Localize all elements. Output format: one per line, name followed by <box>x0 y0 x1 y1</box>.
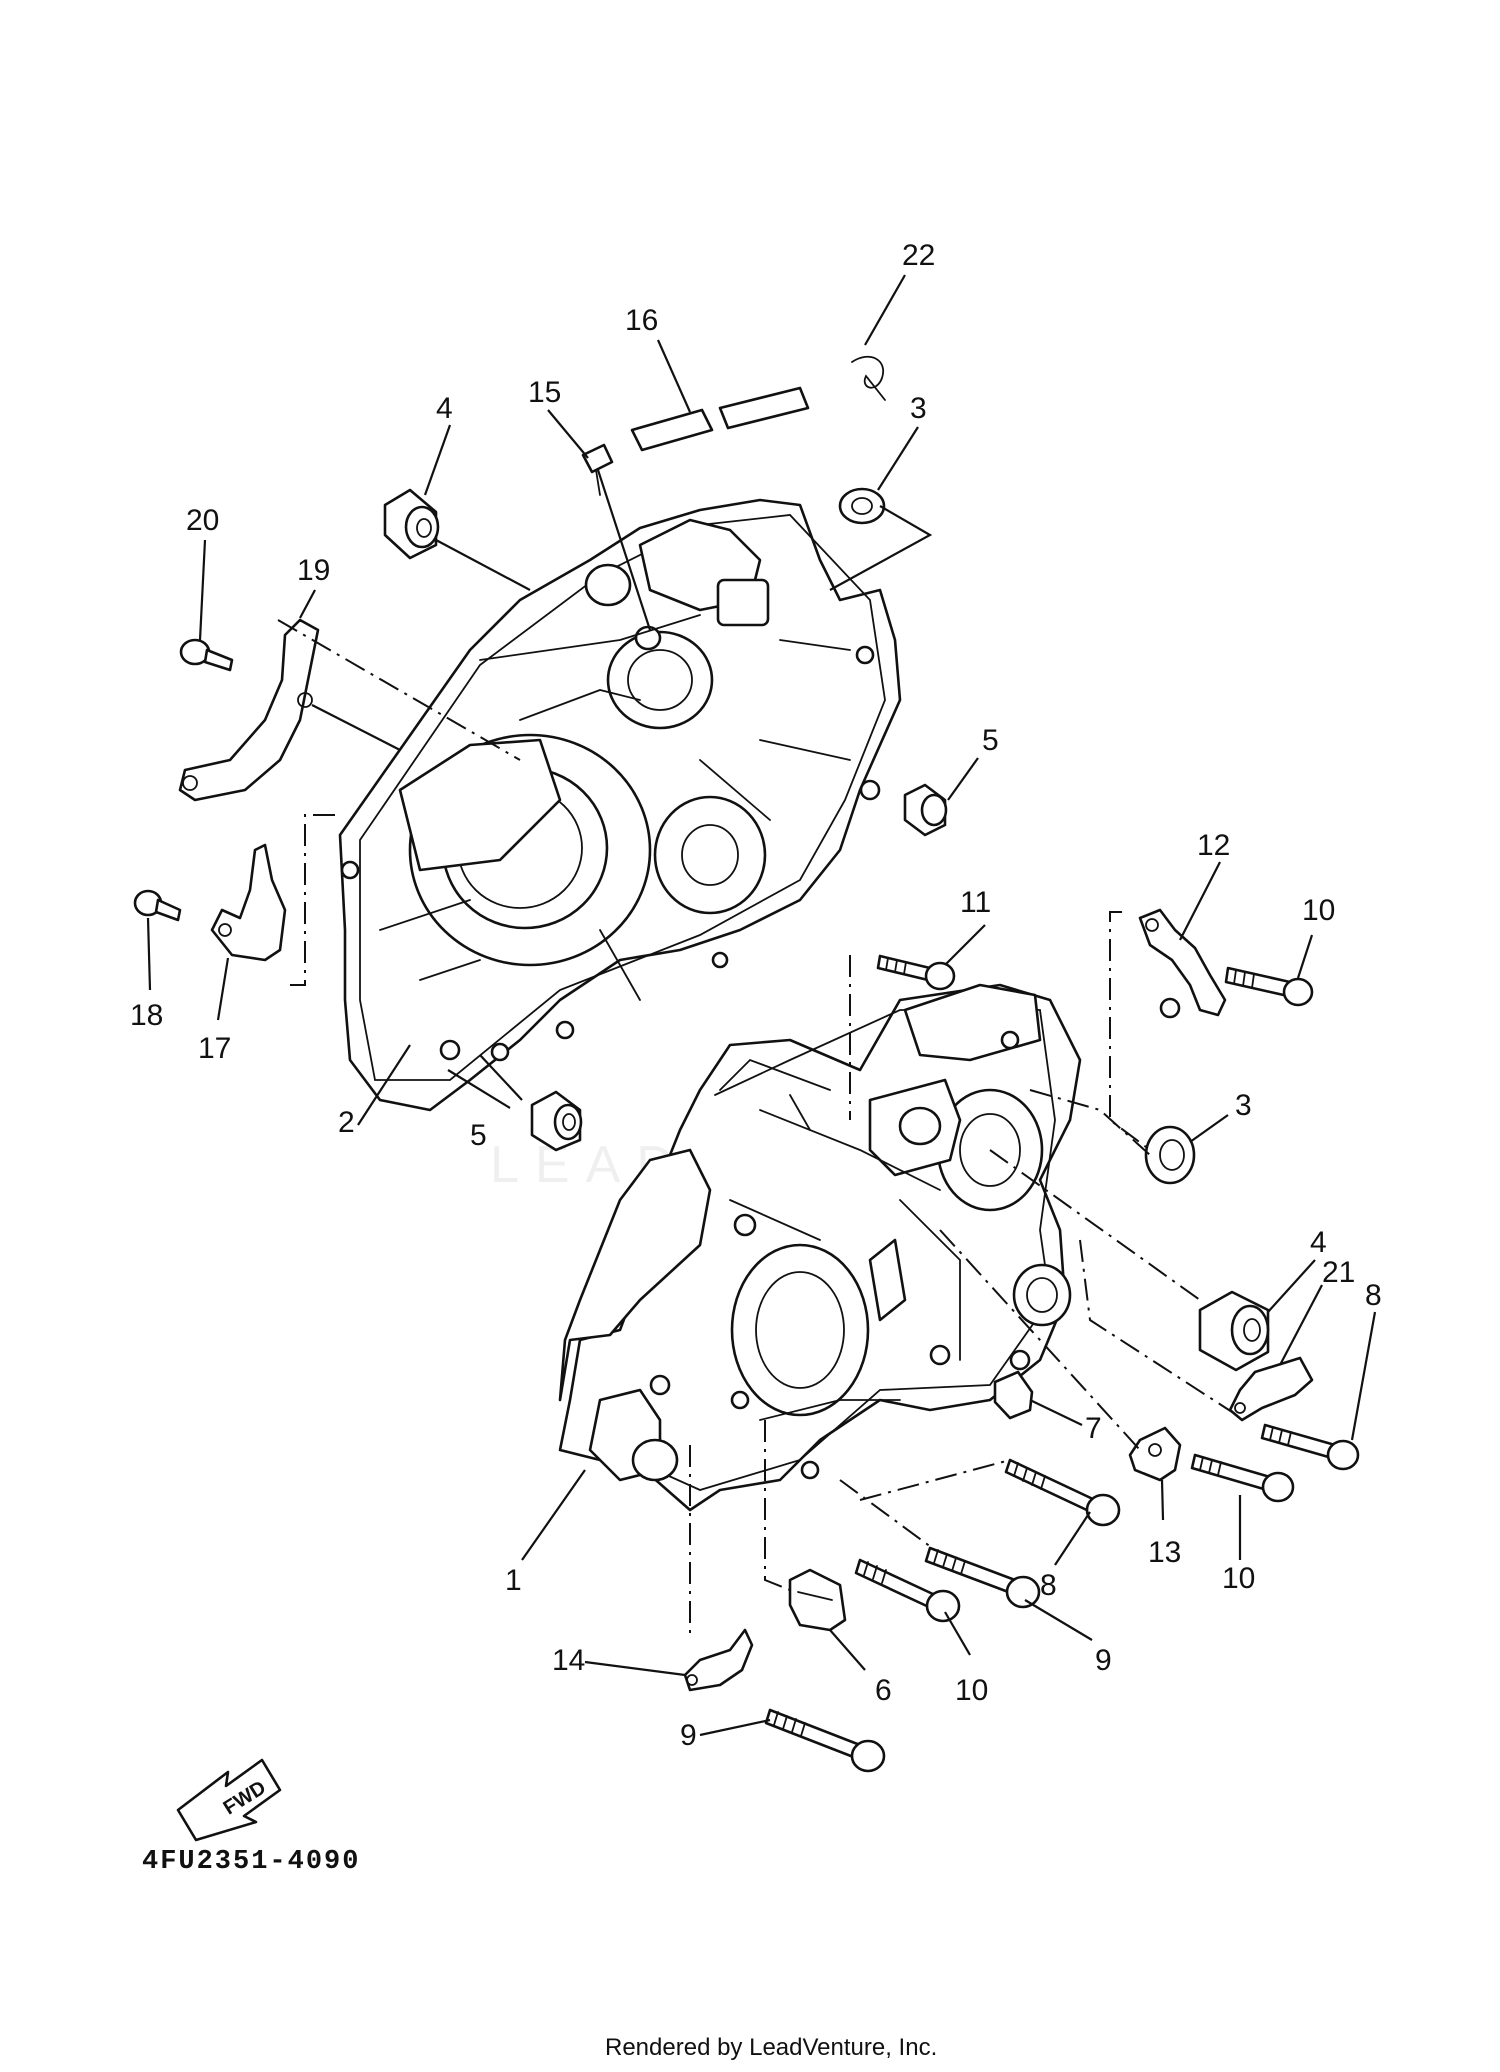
callout-11: 11 <box>960 886 991 919</box>
bracket-21 <box>1228 1356 1314 1422</box>
callout-20: 20 <box>186 504 219 537</box>
callout-15: 15 <box>528 376 561 409</box>
render-credit: Rendered by LeadVenture, Inc. <box>605 2034 937 2061</box>
callout-12: 12 <box>1197 829 1230 862</box>
callout-1: 1 <box>505 1564 522 1597</box>
bearing-5-lower <box>530 1090 583 1152</box>
callout-10-c: 10 <box>955 1674 988 1707</box>
callout-17: 17 <box>198 1032 231 1065</box>
bolt-9-b <box>764 1708 886 1773</box>
callout-5-upper: 5 <box>982 724 999 757</box>
clip-22 <box>851 356 886 401</box>
plate-14 <box>683 1628 754 1692</box>
callout-14: 14 <box>552 1644 585 1677</box>
center-lines <box>277 619 1233 1635</box>
bearing-4-lower <box>1198 1290 1270 1372</box>
bolt-10-c <box>854 1558 961 1623</box>
leader-lines <box>146 274 1377 1737</box>
callout-19: 19 <box>297 554 330 587</box>
callout-8-b: 8 <box>1040 1569 1057 1602</box>
callout-22: 22 <box>902 239 935 272</box>
oil-seal-3-upper <box>838 487 886 525</box>
callout-2: 2 <box>338 1106 355 1139</box>
bearing-4-upper <box>383 488 440 560</box>
bolt-11 <box>876 954 956 991</box>
callout-9-a: 9 <box>1095 1644 1112 1677</box>
bolt-8-a <box>1260 1423 1360 1471</box>
lever-17 <box>210 843 287 962</box>
screw-20 <box>179 638 234 672</box>
diagram-code: 4FU2351-4090 <box>142 1847 360 1877</box>
holder-13 <box>1128 1426 1182 1482</box>
callout-7: 7 <box>1085 1412 1102 1445</box>
damper-6 <box>788 1568 847 1632</box>
stopper-19 <box>178 618 320 802</box>
callout-18: 18 <box>130 999 163 1032</box>
pin-16 <box>630 386 810 452</box>
oil-seal-3-lower <box>1144 1125 1196 1185</box>
callout-4-lower: 4 <box>1310 1226 1327 1259</box>
damper-7 <box>993 1370 1034 1420</box>
bolt-8-b <box>1004 1458 1121 1527</box>
bolt-9-a <box>924 1546 1041 1609</box>
callout-6: 6 <box>875 1674 892 1707</box>
left-crankcase <box>338 498 902 1112</box>
callout-labels: 22 16 15 4 3 20 19 5 12 11 10 18 17 2 5 … <box>130 239 1382 1752</box>
callout-4-upper: 4 <box>436 392 453 425</box>
callout-10-b: 10 <box>1222 1562 1255 1595</box>
fwd-arrow-icon: FWD <box>176 1758 282 1842</box>
bracket-12 <box>1138 908 1227 1019</box>
screw-18 <box>133 889 182 922</box>
bearing-5-upper <box>903 783 948 837</box>
right-crankcase <box>558 983 1082 1512</box>
callout-13: 13 <box>1148 1536 1181 1569</box>
bolt-10-a <box>1224 966 1314 1007</box>
callout-21: 21 <box>1322 1256 1355 1289</box>
callout-9-b: 9 <box>680 1719 697 1752</box>
callout-16: 16 <box>625 304 658 337</box>
callout-10-a: 10 <box>1302 894 1335 927</box>
bolt-10-b <box>1190 1453 1295 1503</box>
nipple-15 <box>581 443 614 496</box>
callout-5-lower: 5 <box>470 1119 487 1152</box>
callout-3-lower: 3 <box>1235 1089 1252 1122</box>
callout-3-upper: 3 <box>910 392 927 425</box>
callout-8-a: 8 <box>1365 1279 1382 1312</box>
